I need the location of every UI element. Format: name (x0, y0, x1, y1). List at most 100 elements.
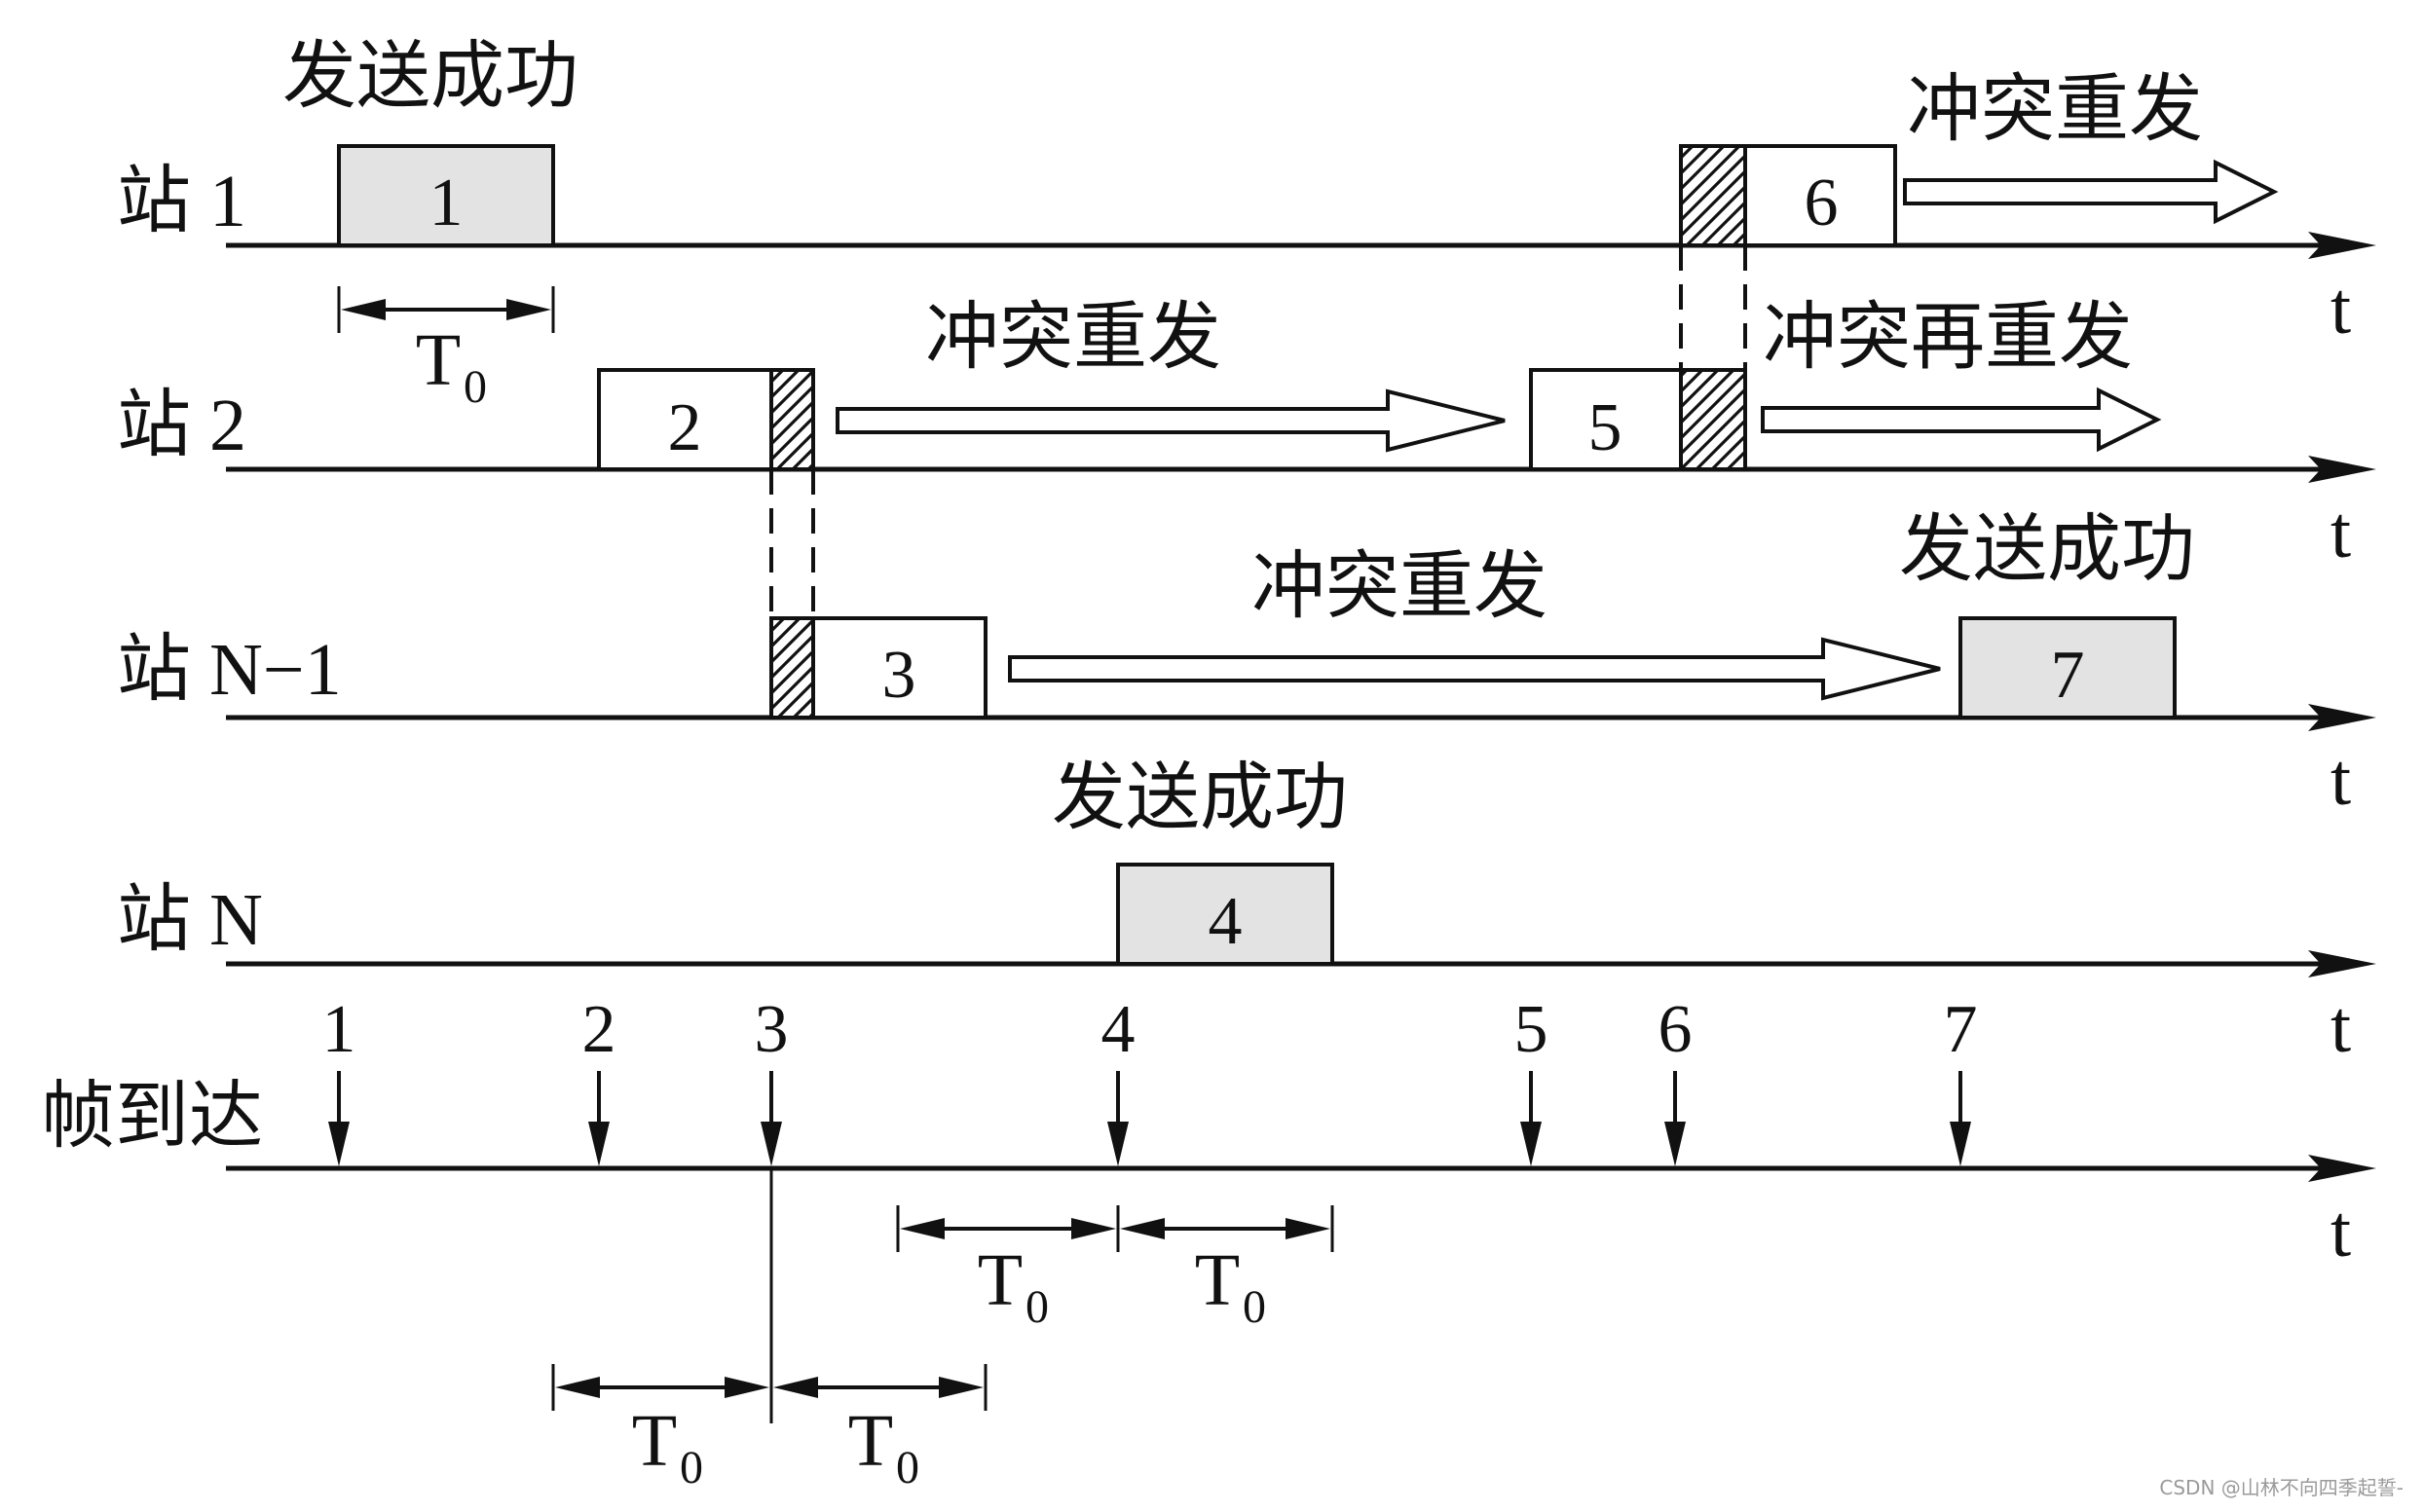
arrival-tick-4: 4 (1101, 992, 1136, 1166)
bracket-arrowhead (506, 299, 551, 320)
arrival-tick-label: 7 (1944, 992, 1978, 1067)
arrival-axis (226, 1155, 2376, 1182)
period-subscript: 0 (1025, 1281, 1049, 1333)
retransmit-label-6: 冲突重发 (1907, 69, 2203, 151)
axis-arrowhead (2308, 950, 2376, 977)
axis-arrowhead (2308, 232, 2376, 259)
arrival-tick-label: 6 (1659, 992, 1693, 1067)
frame-number: 2 (668, 390, 702, 465)
arrival-tick-arrowhead (761, 1122, 782, 1166)
frame-6: 6 (1679, 144, 1897, 247)
station-label-2: 站 2 (117, 385, 246, 466)
period-subscript: 0 (896, 1442, 919, 1494)
retransmit-label-2: 冲突重发 (925, 297, 1221, 379)
time-label: t (2330, 492, 2351, 573)
frame-number: 6 (1805, 166, 1839, 240)
arrival-tick-arrowhead (1520, 1122, 1542, 1166)
arrival-tick-1: 1 (322, 992, 356, 1166)
frame-7: 7 (1958, 616, 2177, 719)
frame-number: 7 (2051, 638, 2085, 713)
success-label-1: 发送成功 (282, 36, 578, 118)
retransmit-arrow-3 (1008, 637, 1941, 701)
frame-box (337, 144, 555, 247)
bracket-arrowhead (1286, 1218, 1330, 1239)
period-label: T (416, 319, 461, 401)
arrival-tick-label: 1 (322, 992, 356, 1067)
frame-number: 1 (429, 166, 464, 240)
success-label-4: 发送成功 (1052, 757, 1348, 839)
arrival-tick-3: 3 (755, 992, 789, 1166)
frame-number: 5 (1588, 390, 1622, 465)
period-label: T (848, 1400, 893, 1482)
arrival-tick-7: 7 (1944, 992, 1978, 1166)
frame-4: 4 (1116, 863, 1334, 966)
time-label: t (2330, 1191, 2351, 1272)
period-label: T (1195, 1239, 1240, 1321)
time-label: t (2330, 986, 2351, 1068)
bracket-arrowhead (725, 1377, 769, 1398)
arrival-tick-arrowhead (588, 1122, 610, 1166)
axis-arrowhead (2308, 456, 2376, 483)
axis-arrowhead (2308, 704, 2376, 731)
frame-number: 3 (882, 638, 916, 713)
collision-region (769, 368, 815, 471)
retransmit-arrow-2 (836, 388, 1506, 453)
frame-box (1116, 863, 1334, 966)
frame-2: 2 (597, 368, 815, 471)
bracket-arrowhead (1071, 1218, 1116, 1239)
arrival-tick-arrowhead (1664, 1122, 1686, 1166)
time-label: t (2330, 268, 2351, 350)
arrival-ticks: 1 2 3 4 5 6 7 (322, 992, 1978, 1166)
arrival-tick-label: 5 (1514, 992, 1548, 1067)
bracket-arrowhead (555, 1377, 600, 1398)
arrival-tick-5: 5 (1514, 992, 1548, 1166)
bracket-arrowhead (1120, 1218, 1165, 1239)
retransmit-again-label-5: 冲突再重发 (1763, 297, 2133, 379)
station-label-1: 站 1 (117, 161, 246, 242)
bracket-arrowhead (939, 1377, 984, 1398)
frame-1: 1 (337, 144, 555, 247)
arrival-tick-2: 2 (582, 992, 616, 1166)
period-label: T (632, 1400, 677, 1482)
bracket-arrowhead (341, 299, 386, 320)
collision-region (1679, 368, 1747, 471)
arrival-label: 帧到达 (41, 1076, 263, 1158)
bracket-arrowhead (773, 1377, 818, 1398)
arrival-tick-6: 6 (1659, 992, 1693, 1166)
period-label: T (978, 1239, 1023, 1321)
period-subscript: 0 (680, 1442, 703, 1494)
frame-5: 5 (1529, 368, 1747, 471)
time-label: t (2330, 739, 2351, 821)
station-1-axis (226, 232, 2376, 259)
collision-guide-2-3 (769, 469, 815, 618)
axis-arrowhead (2308, 1155, 2376, 1182)
arrival-tick-arrowhead (1107, 1122, 1129, 1166)
frame-3: 3 (769, 616, 988, 719)
period-subscript: 0 (1243, 1281, 1266, 1333)
retransmit-label-3: 冲突重发 (1251, 546, 1547, 628)
frame-box (1958, 616, 2177, 719)
arrival-tick-arrowhead (1950, 1122, 1971, 1166)
arrival-tick-label: 2 (582, 992, 616, 1067)
period-subscript: 0 (464, 361, 487, 413)
station-2-axis (226, 456, 2376, 483)
watermark: CSDN @山林不向四季起誓- (2159, 1476, 2404, 1499)
collision-guide-5-6 (1679, 245, 1747, 370)
bracket-arrowhead (900, 1218, 945, 1239)
retransmit-arrow-6 (1903, 159, 2279, 225)
frame-number: 4 (1209, 884, 1243, 959)
arrival-tick-label: 4 (1101, 992, 1136, 1067)
station-label-n-1: 站 N−1 (117, 629, 342, 711)
station-label-n: 站 N (117, 879, 263, 961)
collision-region (769, 616, 815, 719)
arrival-tick-label: 3 (755, 992, 789, 1067)
collision-region (1679, 144, 1747, 247)
